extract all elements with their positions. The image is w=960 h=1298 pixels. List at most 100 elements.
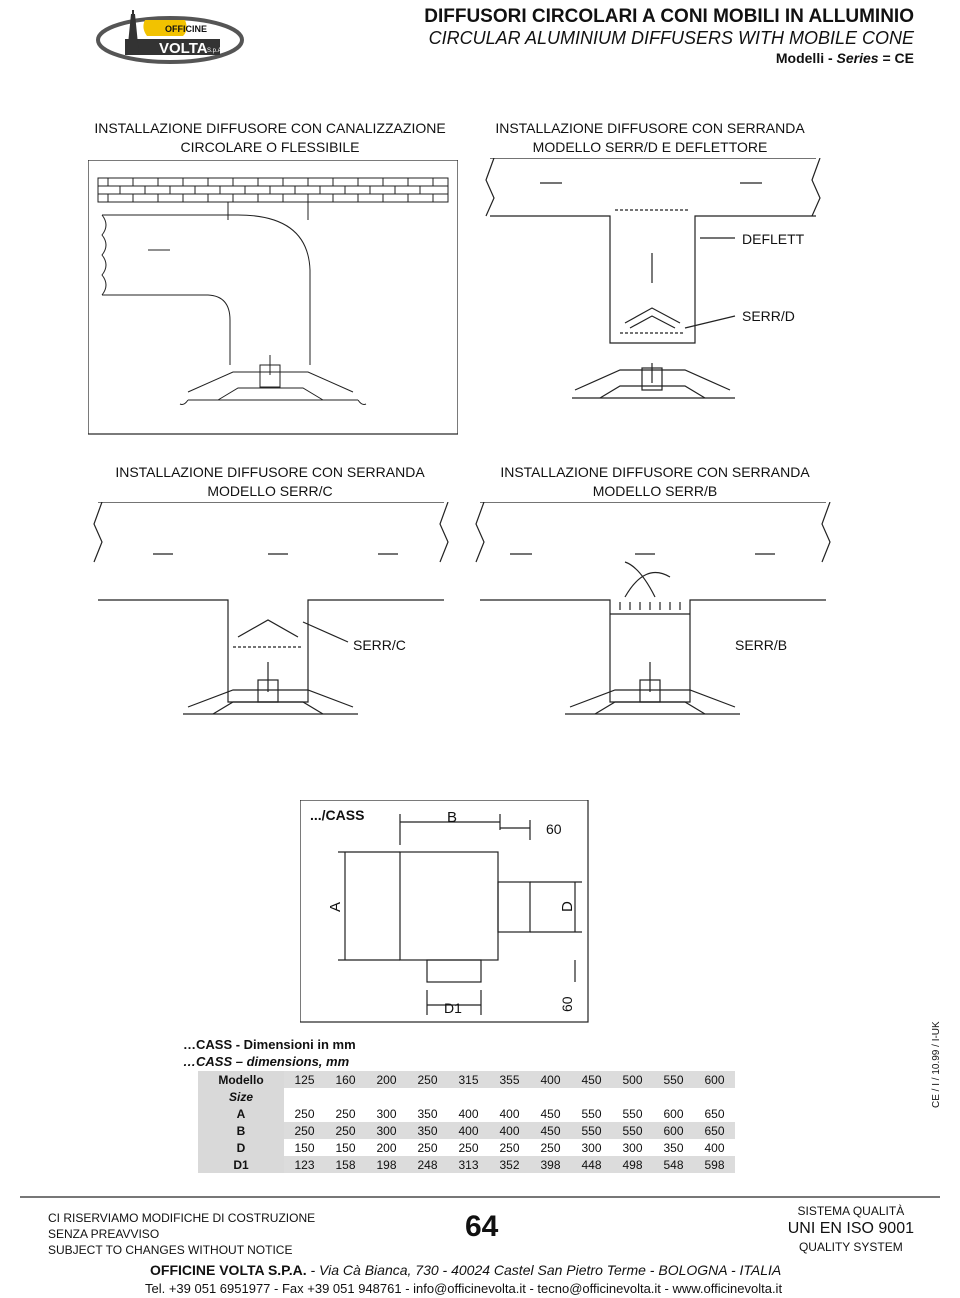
value-cell: 300 <box>622 1140 643 1155</box>
value-cell: 150 <box>294 1140 315 1155</box>
value-cell: 250 <box>294 1106 315 1121</box>
panel2-caption-line2: MODELLO SERR/D E DEFLETTORE <box>532 139 768 155</box>
size-cell: 200 <box>366 1071 407 1088</box>
panel4-caption-line1: INSTALLAZIONE DIFFUSORE CON SERRANDA <box>500 464 810 480</box>
size-cell: 400 <box>530 1071 571 1088</box>
value-cell: 550 <box>571 1122 612 1139</box>
page-title-english: CIRCULAR ALUMINIUM DIFFUSERS WITH MOBILE… <box>428 28 914 48</box>
value-cell: 200 <box>376 1140 397 1155</box>
value-cell: 300 <box>366 1122 407 1139</box>
dimensions-caption-it: …CASS - Dimensioni in mm <box>183 1037 356 1052</box>
value-cell: 350 <box>663 1140 684 1155</box>
value-cell: 398 <box>530 1156 571 1173</box>
dimensions-caption-en: …CASS – dimensions, mm <box>183 1054 350 1069</box>
value-cell: 550 <box>612 1122 653 1139</box>
cass-60-bottom-label: 60 <box>559 996 575 1012</box>
size-cell: 600 <box>694 1071 735 1088</box>
panel1-caption-line2: CIRCOLARE O FLESSIBILE <box>180 139 360 155</box>
value-cell: 448 <box>571 1156 612 1173</box>
value-cell: 250 <box>458 1140 479 1155</box>
models-series: Series <box>836 50 879 66</box>
logo-spa-text: S.p.A. <box>207 48 224 54</box>
document-code: CE / I / 10.99 / I-UK <box>931 1021 942 1108</box>
company-address: - Via Cà Bianca, 730 - 40024 Castel San … <box>306 1262 782 1278</box>
serr-d-label: SERR/D <box>742 308 795 324</box>
logo-main-text: VOLTA <box>159 40 208 57</box>
table-row: D 150 150 200 250 250 250 250 300 300 35… <box>198 1139 735 1156</box>
quality-line3: QUALITY SYSTEM <box>798 1240 903 1254</box>
size-cell: 355 <box>489 1071 530 1088</box>
value-cell: 248 <box>407 1156 448 1173</box>
size-cell: 250 <box>407 1071 448 1088</box>
company-name: OFFICINE VOLTA S.P.A. <box>150 1262 307 1278</box>
panel1-caption: INSTALLAZIONE DIFFUSORE CON CANALIZZAZIO… <box>60 119 480 157</box>
panel1-caption-line1: INSTALLAZIONE DIFFUSORE CON CANALIZZAZIO… <box>94 120 446 136</box>
quality-line1: SISTEMA QUALITÀ <box>797 1204 905 1218</box>
value-cell: 650 <box>694 1122 735 1139</box>
table-header-row: Modello 125 160 200 250 315 355 400 450 … <box>198 1071 735 1088</box>
size-cell: 125 <box>284 1071 325 1088</box>
table-row: B 250 250 300 350 400 400 450 550 550 60… <box>198 1122 735 1139</box>
cass-60-top-label: 60 <box>546 821 562 837</box>
footer-notice: CI RISERVIAMO MODIFICHE DI COSTRUZIONE S… <box>48 1210 315 1258</box>
serr-b-label: SERR/B <box>735 637 787 653</box>
value-cell: 250 <box>284 1122 325 1139</box>
company-logo: OFFICINE VOLTA S.p.A. <box>96 10 244 64</box>
panel1-drawing <box>88 160 458 435</box>
row-label-cell: A <box>198 1105 284 1122</box>
table-header-cell: Size <box>198 1088 284 1105</box>
models-suffix: = CE <box>878 50 914 66</box>
size-cell: 160 <box>325 1071 366 1088</box>
serr-c-label: SERR/C <box>353 637 406 653</box>
value-cell: 350 <box>407 1122 448 1139</box>
cass-b-label: B <box>447 809 457 826</box>
footer-notice-line1: CI RISERVIAMO MODIFICHE DI COSTRUZIONE <box>48 1211 316 1225</box>
value-cell: 300 <box>581 1140 602 1155</box>
size-cell: 450 <box>571 1071 612 1088</box>
panel3-caption: INSTALLAZIONE DIFFUSORE CON SERRANDA MOD… <box>60 463 480 501</box>
models-prefix: Modelli - <box>775 50 837 66</box>
panel3-caption-line2: MODELLO SERR/C <box>207 483 333 499</box>
value-cell: 650 <box>704 1106 725 1121</box>
value-cell: 198 <box>366 1156 407 1173</box>
size-cell: 315 <box>448 1071 489 1088</box>
panel4-drawing: SERR/B <box>475 502 831 715</box>
value-cell: 450 <box>540 1106 561 1121</box>
company-line: OFFICINE VOLTA S.P.A. - Via Cà Bianca, 7… <box>150 1262 781 1278</box>
page-number: 64 <box>465 1210 499 1243</box>
page-title-italian: DIFFUSORI CIRCOLARI A CONI MOBILI IN ALL… <box>424 6 914 27</box>
value-cell: 350 <box>417 1106 438 1121</box>
footer-notice-line3: SUBJECT TO CHANGES WITHOUT NOTICE <box>48 1243 293 1257</box>
dimensions-caption: …CASS - Dimensioni in mm …CASS – dimensi… <box>183 1036 356 1070</box>
cass-title: .../CASS <box>310 807 364 823</box>
value-cell: 550 <box>622 1106 643 1121</box>
value-cell: 400 <box>704 1140 725 1155</box>
value-cell: 550 <box>581 1106 602 1121</box>
value-cell: 313 <box>448 1156 489 1173</box>
value-cell: 400 <box>499 1106 520 1121</box>
value-cell: 600 <box>653 1122 694 1139</box>
value-cell: 250 <box>335 1106 356 1121</box>
models-line: Modelli - Series = CE <box>776 50 914 66</box>
footer-notice-line2: SENZA PREAVVISO <box>48 1227 160 1241</box>
panel4-caption: INSTALLAZIONE DIFFUSORE CON SERRANDA MOD… <box>455 463 855 501</box>
logo-top-text: OFFICINE <box>165 24 207 34</box>
cass-d-label: D <box>559 901 576 912</box>
value-cell: 250 <box>499 1140 520 1155</box>
value-cell: 300 <box>376 1106 397 1121</box>
value-cell: 400 <box>458 1106 479 1121</box>
contacts-line: Tel. +39 051 6951977 - Fax +39 051 94876… <box>145 1281 783 1296</box>
size-cell: 550 <box>653 1071 694 1088</box>
value-cell: 158 <box>325 1156 366 1173</box>
value-cell: 250 <box>325 1122 366 1139</box>
value-cell: 400 <box>489 1122 530 1139</box>
panel4-caption-line2: MODELLO SERR/B <box>592 483 718 499</box>
value-cell: 498 <box>612 1156 653 1173</box>
deflett-label: DEFLETT <box>742 231 805 247</box>
value-cell: 598 <box>694 1156 735 1173</box>
row-label-cell: D <box>198 1139 284 1156</box>
panel2-drawing: DEFLETT SERR/D <box>485 158 821 399</box>
table-row: A 250 250 300 350 400 400 450 550 550 60… <box>198 1105 735 1122</box>
panel2-caption-line1: INSTALLAZIONE DIFFUSORE CON SERRANDA <box>495 120 805 136</box>
value-cell: 250 <box>540 1140 561 1155</box>
